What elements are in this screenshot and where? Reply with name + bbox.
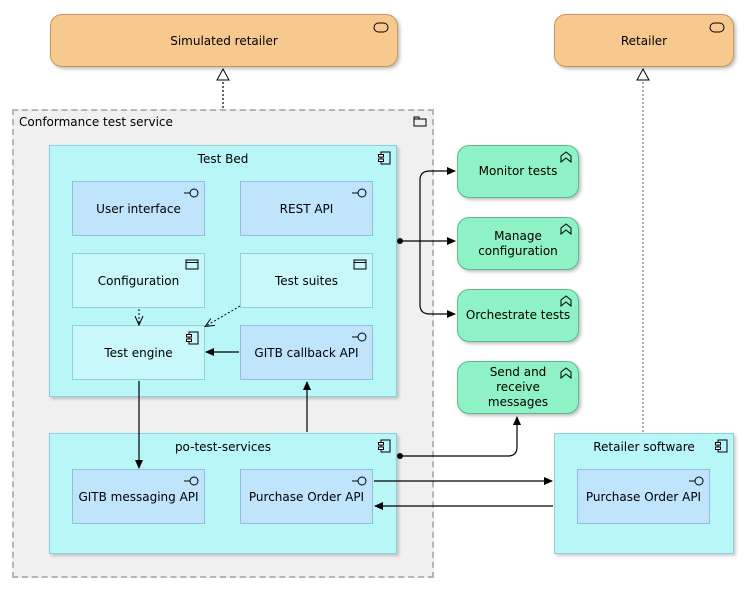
retailer-software-title: Retailer software bbox=[593, 440, 695, 454]
interface-icon bbox=[351, 475, 367, 489]
data-object-icon bbox=[185, 259, 199, 273]
component-icon bbox=[714, 439, 728, 456]
monitor-tests-label: Monitor tests bbox=[478, 164, 558, 178]
gitb-messaging-api-box[interactable]: GITB messaging API bbox=[72, 469, 205, 524]
data-object-icon bbox=[353, 259, 367, 273]
orchestrate-tests-label: Orchestrate tests bbox=[465, 308, 571, 322]
simulated-retailer-role[interactable]: Simulated retailer bbox=[50, 14, 398, 67]
test-bed-title: Test Bed bbox=[197, 152, 249, 166]
retailer-purchase-order-api-label: Purchase Order API bbox=[585, 489, 702, 504]
role-icon bbox=[373, 22, 389, 36]
retailer-role[interactable]: Retailer bbox=[554, 14, 734, 67]
user-interface-box[interactable]: User interface bbox=[72, 181, 205, 236]
test-suites-label: Test suites bbox=[275, 273, 338, 288]
configuration-label: Configuration bbox=[97, 273, 180, 288]
simulated-retailer-label: Simulated retailer bbox=[170, 33, 278, 48]
gitb-callback-api-label: GITB callback API bbox=[254, 345, 359, 360]
purchase-order-api-box[interactable]: Purchase Order API bbox=[240, 469, 373, 524]
function-icon bbox=[560, 295, 572, 311]
po-test-services-title: po-test-services bbox=[174, 440, 272, 454]
interface-icon bbox=[183, 475, 199, 489]
component-icon bbox=[377, 151, 391, 168]
component-icon bbox=[377, 439, 391, 456]
interface-icon bbox=[351, 331, 367, 345]
gitb-callback-api-box[interactable]: GITB callback API bbox=[240, 325, 373, 380]
interface-icon bbox=[183, 187, 199, 201]
user-interface-label: User interface bbox=[96, 201, 181, 216]
gitb-messaging-api-label: GITB messaging API bbox=[78, 489, 199, 504]
retailer-label: Retailer bbox=[620, 33, 668, 48]
role-icon bbox=[709, 22, 725, 36]
rest-api-label: REST API bbox=[279, 201, 334, 216]
function-icon bbox=[560, 367, 572, 383]
monitor-tests-service[interactable]: Monitor tests bbox=[457, 145, 579, 198]
interface-icon bbox=[688, 475, 704, 489]
manage-configuration-label: Manage configuration bbox=[478, 228, 558, 258]
retailer-purchase-order-api-box[interactable]: Purchase Order API bbox=[577, 469, 710, 524]
send-receive-messages-service[interactable]: Send and receive messages bbox=[457, 361, 579, 414]
rest-api-box[interactable]: REST API bbox=[240, 181, 373, 236]
orchestrate-tests-service[interactable]: Orchestrate tests bbox=[457, 289, 579, 342]
test-engine-box[interactable]: Test engine bbox=[72, 325, 205, 380]
configuration-box[interactable]: Configuration bbox=[72, 253, 205, 308]
test-engine-label: Test engine bbox=[104, 345, 173, 360]
component-icon bbox=[185, 331, 199, 348]
function-icon bbox=[560, 151, 572, 167]
send-receive-messages-label: Send and receive messages bbox=[487, 365, 549, 409]
purchase-order-api-label: Purchase Order API bbox=[248, 489, 365, 504]
conformance-test-service-title: Conformance test service bbox=[19, 115, 173, 129]
group-icon bbox=[413, 116, 427, 130]
manage-configuration-service[interactable]: Manage configuration bbox=[457, 217, 579, 270]
function-icon bbox=[560, 223, 572, 239]
test-suites-box[interactable]: Test suites bbox=[240, 253, 373, 308]
interface-icon bbox=[351, 187, 367, 201]
